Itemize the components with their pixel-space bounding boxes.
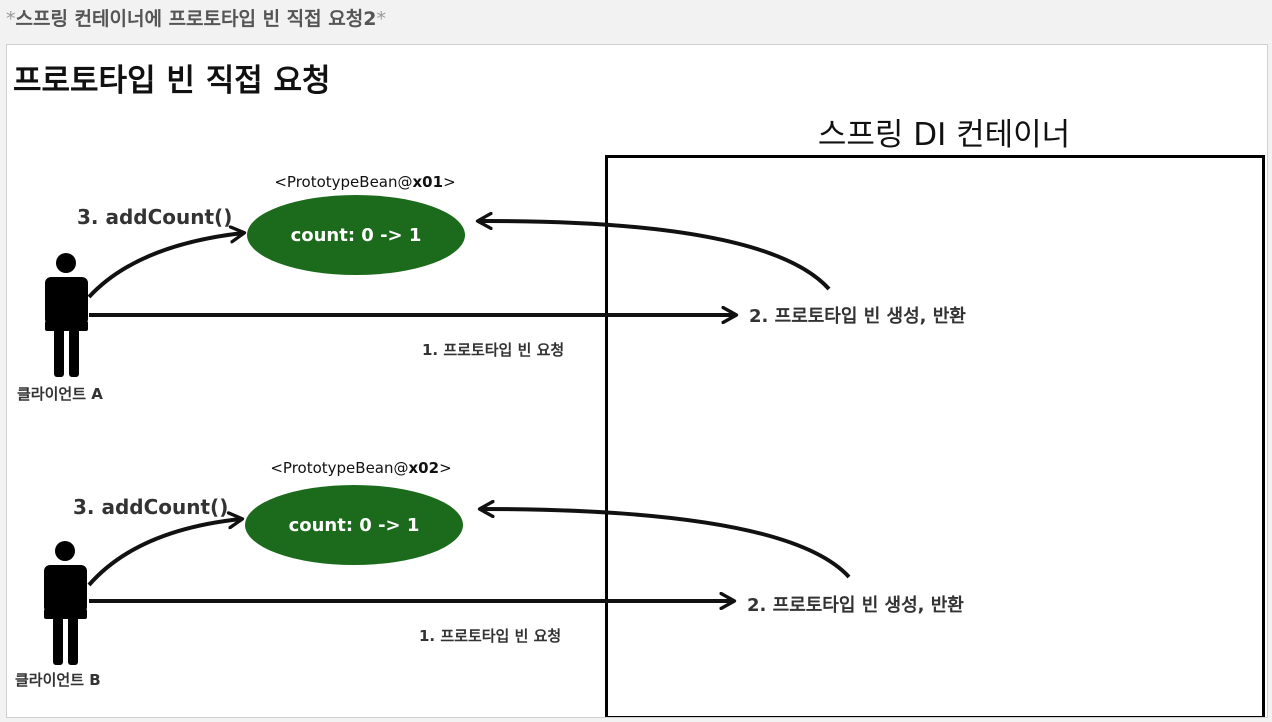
addcount-arrow-a: [87, 233, 243, 299]
container-label: 스프링 DI 컨테이너: [817, 117, 1071, 153]
bean-label-a: <PrototypeBean@x01>: [274, 173, 456, 191]
client-label-b: 클라이언트 B: [15, 671, 101, 689]
page-heading: *스프링 컨테이너에 프로토타입 빈 직접 요청2*: [6, 4, 386, 31]
bean-label-b: <PrototypeBean@x02>: [270, 459, 452, 477]
response-label-b: 2. 프로토타입 빈 생성, 반환: [747, 595, 964, 616]
return-arrow-a: [479, 221, 831, 291]
request-label-b: 1. 프로토타입 빈 요청: [419, 627, 562, 645]
bean-id-a: x01: [412, 173, 444, 191]
addcount-label-b: 3. addCount(): [73, 495, 229, 519]
addcount-arrow-b: [87, 519, 241, 587]
spring-container-box: [605, 155, 1265, 717]
person-icon-a: [45, 253, 88, 377]
bean-ellipse-b: count: 0 -> 1: [245, 485, 463, 565]
arrows-layer: [44, 45, 851, 665]
bean-state-b: count: 0 -> 1: [288, 514, 420, 536]
page-heading-text: 스프링 컨테이너에 프로토타입 빈 직접 요청2: [15, 8, 377, 30]
addcount-label-a: 3. addCount(): [77, 205, 233, 229]
request-label-a: 1. 프로토타입 빈 요청: [422, 341, 565, 359]
page-heading-star: *: [6, 8, 16, 30]
person-icon-b: [44, 541, 87, 665]
return-arrow-b: [481, 509, 851, 579]
client-label-a: 클라이언트 A: [17, 385, 103, 403]
slide-title: 프로토타입 빈 직접 요청: [13, 63, 331, 99]
diagram-canvas: 프로토타입 빈 직접 요청 스프링 DI 컨테이너: [6, 44, 1268, 718]
page-heading-star-end: *: [376, 8, 386, 30]
bean-ellipse-a: count: 0 -> 1: [247, 195, 465, 275]
bean-state-a: count: 0 -> 1: [290, 224, 422, 246]
response-label-a: 2. 프로토타입 빈 생성, 반환: [749, 306, 966, 327]
bean-id-b: x02: [408, 459, 440, 477]
